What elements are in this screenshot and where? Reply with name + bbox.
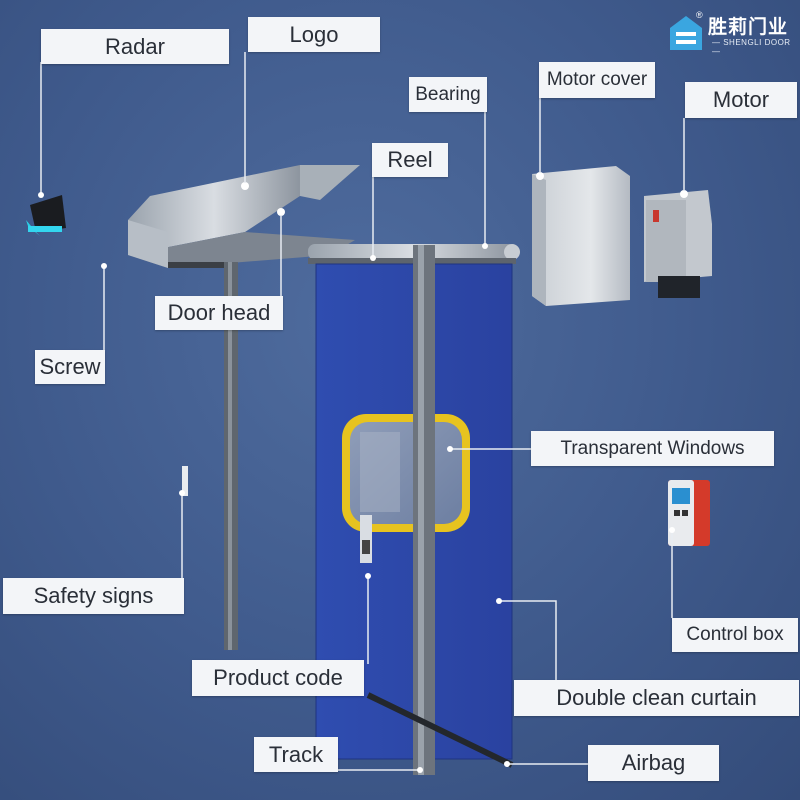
label-product-code: Product code [192,660,364,696]
reel-bar [308,244,520,264]
brand-logo-icon [670,16,702,50]
label-double-clean-curtain: Double clean curtain [514,680,799,716]
leader-lines [40,52,685,771]
brand-name-en: — SHENGLI DOOR — [712,38,791,56]
safety-sign-device [182,466,188,496]
leader-dots [38,173,687,773]
label-door-head: Door head [155,296,283,330]
label-radar: Radar [41,29,229,64]
motor-cover [532,166,630,306]
label-safety-signs: Safety signs [3,578,184,614]
label-bearing: Bearing [409,77,487,112]
label-airbag: Airbag [588,745,719,781]
control-box-device [668,480,710,546]
label-motor-cover: Motor cover [539,62,655,98]
motor-device [644,190,712,298]
product-code-sticker [360,515,372,563]
label-motor: Motor [685,82,797,118]
brand-name-cn: 胜莉门业 [708,16,789,38]
radar-device [26,195,66,236]
label-screw: Screw [35,350,105,384]
label-track: Track [254,737,338,772]
window [342,414,470,532]
label-transparent-windows: Transparent Windows [531,431,774,466]
label-reel: Reel [372,143,448,177]
registered-mark: ® [696,10,703,20]
door-head [128,165,360,268]
label-control-box: Control box [672,618,798,652]
label-logo: Logo [248,17,380,52]
